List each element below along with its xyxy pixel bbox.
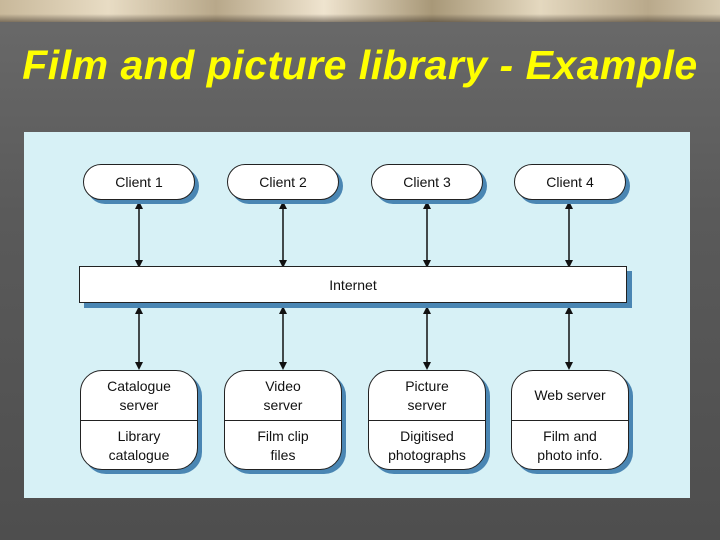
web-server-content: Film and photo info. [537, 428, 603, 463]
video-server-node: Video server Film clip files [224, 370, 342, 470]
diagram-panel: Client 1 Client 2 Client 3 Client 4 Inte… [24, 132, 690, 498]
client-2-node: Client 2 [227, 164, 339, 200]
picture-server-node: Picture server Digitised photographs [368, 370, 486, 470]
client-1-label: Client 1 [115, 174, 163, 190]
catalogue-server-name: Catalogue server [107, 378, 171, 413]
client-2-label: Client 2 [259, 174, 307, 190]
catalogue-server-content: Library catalogue [108, 428, 170, 463]
client-4-node: Client 4 [514, 164, 626, 200]
internet-node: Internet [79, 266, 627, 303]
connector-arrows [135, 201, 573, 370]
client-4-label: Client 4 [546, 174, 594, 190]
web-server-node: Web server Film and photo info. [511, 370, 629, 470]
decorative-top-band [0, 0, 720, 22]
video-server-content: Film clip files [257, 428, 309, 463]
picture-server-name: Picture server [405, 378, 449, 413]
slide-title: Film and picture library - Example [22, 42, 698, 88]
video-server-name: Video server [263, 378, 303, 413]
catalogue-server-node: Catalogue server Library catalogue [80, 370, 198, 470]
internet-label: Internet [329, 276, 377, 293]
client-1-node: Client 1 [83, 164, 195, 200]
client-3-node: Client 3 [371, 164, 483, 200]
web-server-name: Web server [534, 387, 606, 404]
client-3-label: Client 3 [403, 174, 451, 190]
picture-server-content: Digitised photographs [388, 428, 466, 463]
